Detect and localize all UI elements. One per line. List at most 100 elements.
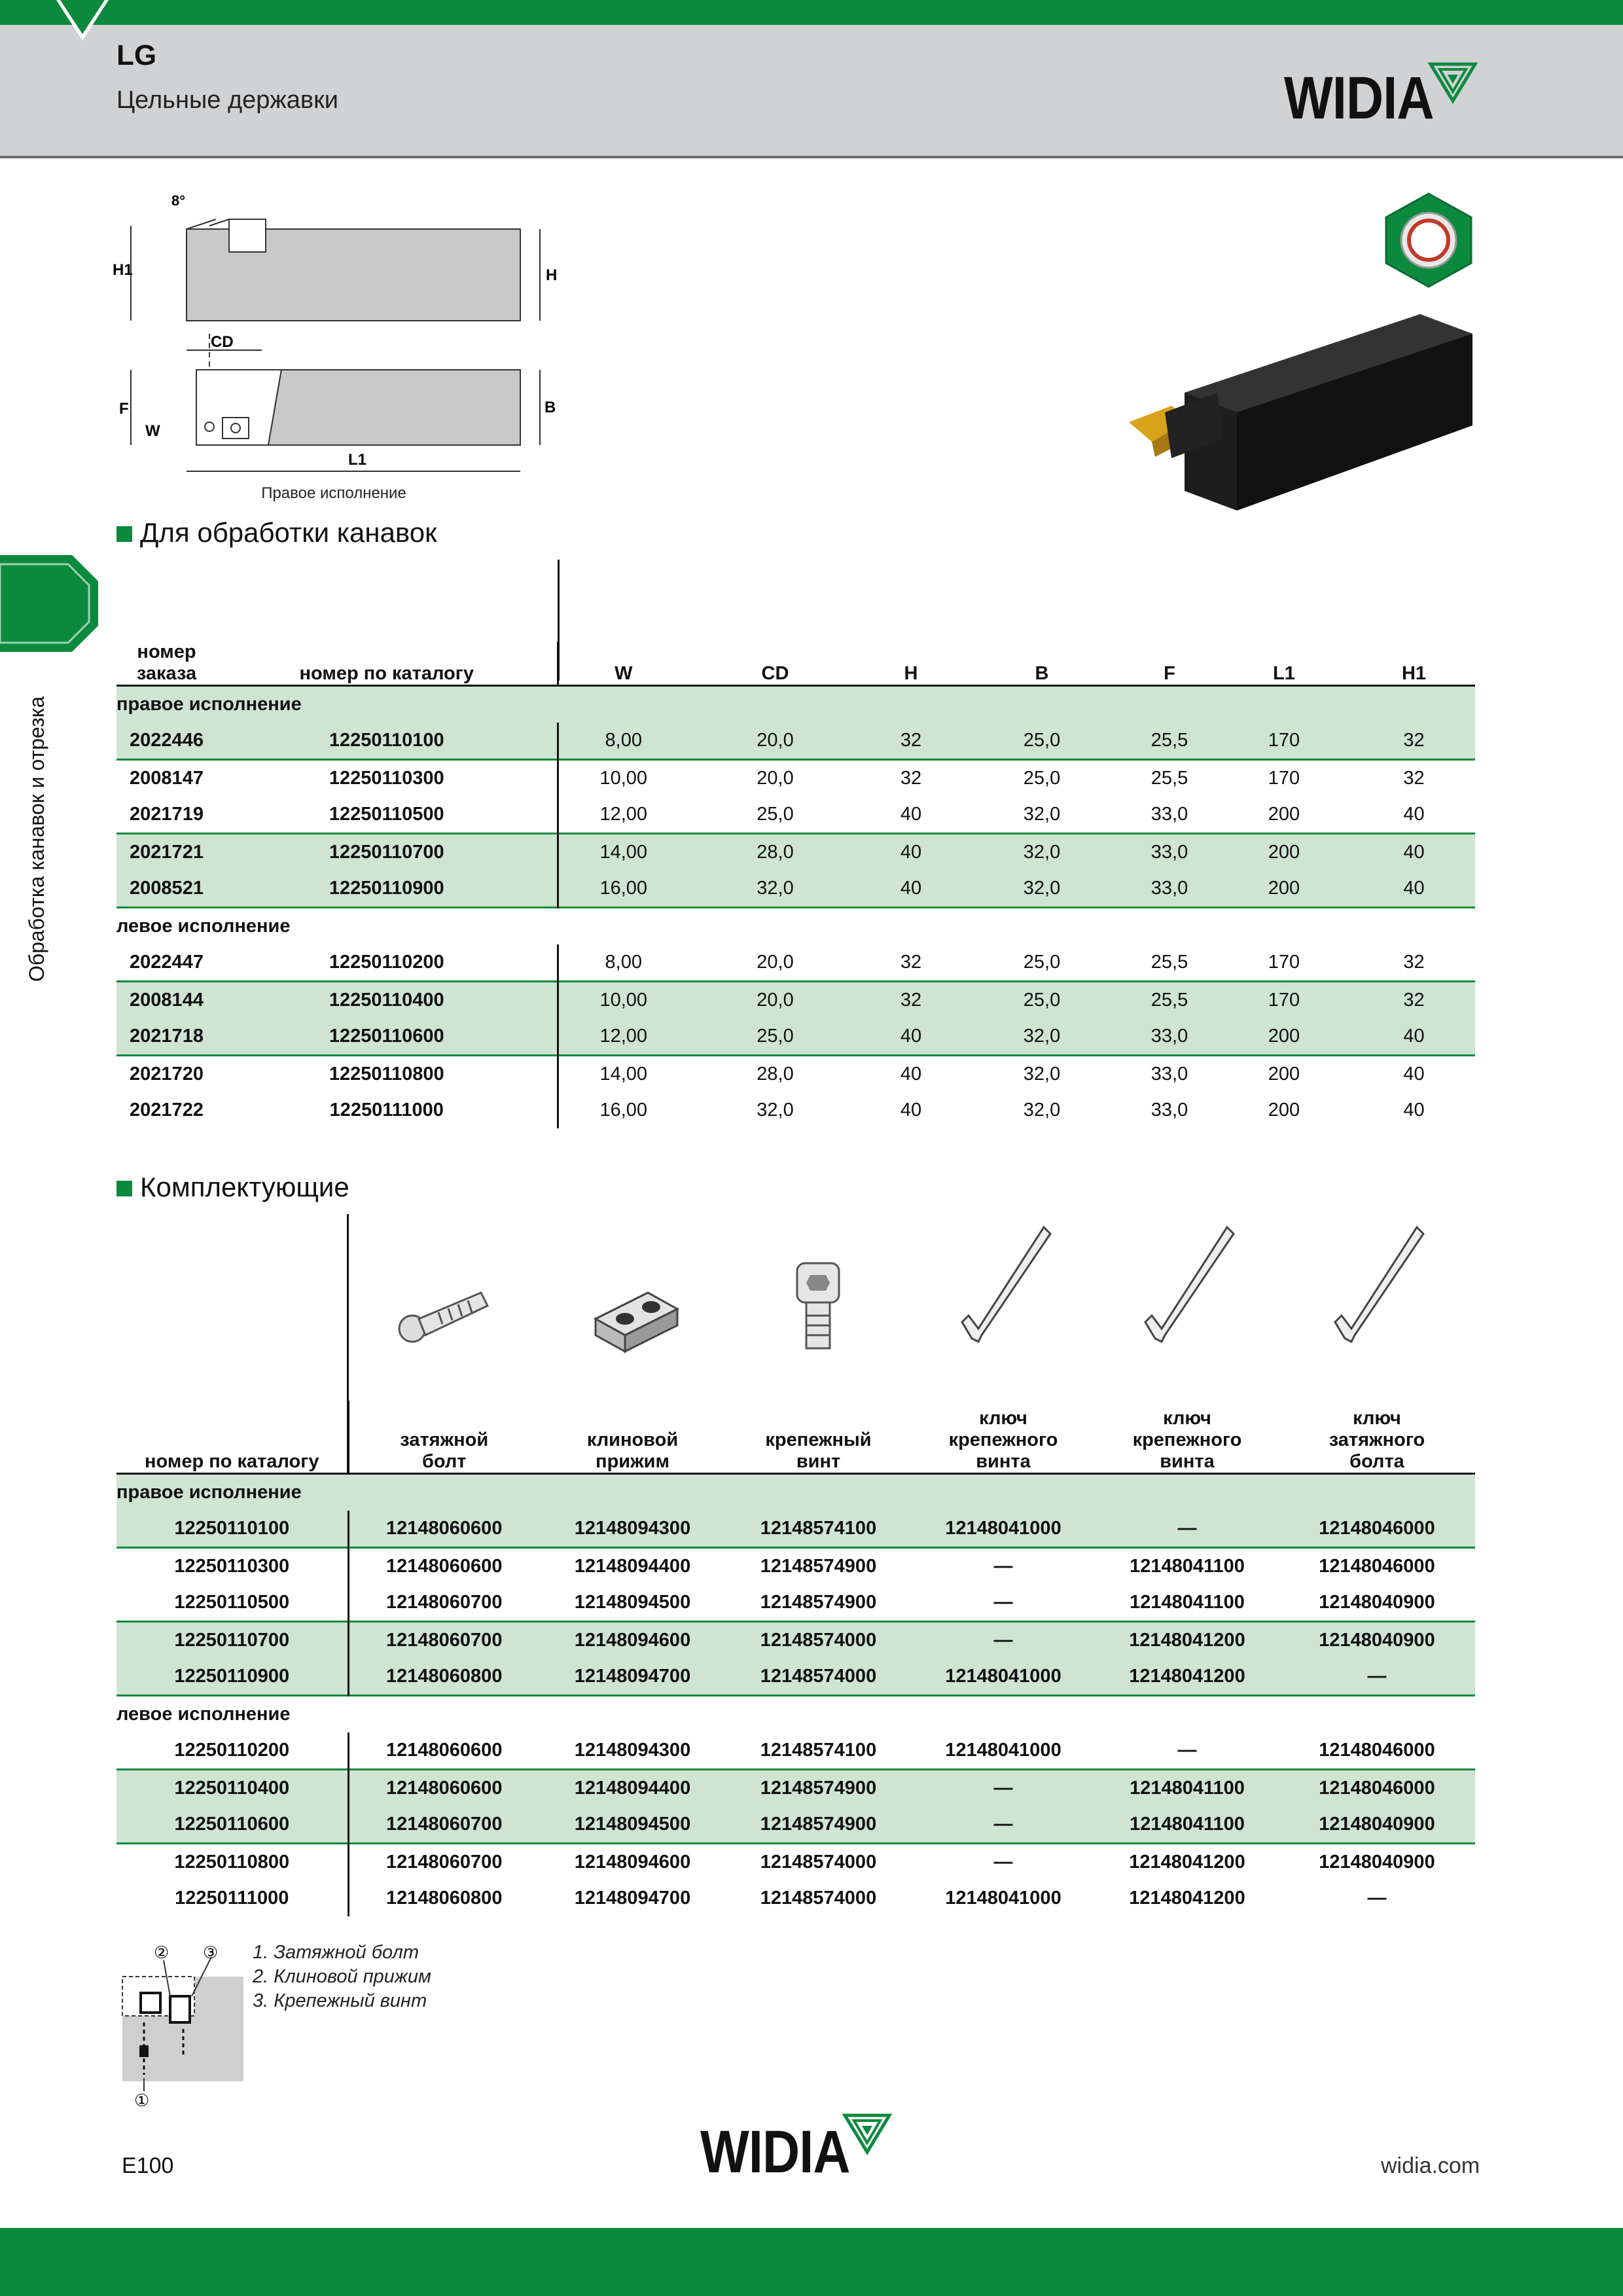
col-l1: L1: [1273, 663, 1295, 684]
acc-col-screw-key-1: ключ крепежного винта: [948, 1408, 1058, 1472]
grooving-cell: 12,00: [599, 804, 648, 825]
grooving-cell: 200: [1268, 1100, 1300, 1121]
accessory-cell: 12148094300: [539, 1511, 726, 1548]
accessory-cell: 12148046000: [1319, 1740, 1435, 1761]
grooving-cell: 40: [1353, 1018, 1475, 1056]
grooving-application-icon: [1385, 192, 1472, 288]
accessory-cell: 12148094500: [539, 1806, 726, 1844]
grooving-cell: 2021721: [116, 833, 217, 870]
accessory-cell: 12148041000: [911, 1659, 1096, 1696]
accessory-group-label: правое исполнение: [116, 1473, 1475, 1511]
grooving-cell: 32: [862, 723, 960, 760]
grooving-cell: 32: [1353, 723, 1475, 760]
accessory-cell: 12148041000: [911, 1511, 1096, 1548]
grooving-cell: 25,5: [1124, 980, 1215, 1018]
grooving-cell: 170: [1215, 759, 1353, 797]
grooving-cell: 20,0: [757, 952, 794, 973]
accessory-cell: 12148574900: [726, 1547, 911, 1585]
grooving-cell: 2022447: [130, 952, 204, 973]
grooving-cell: 20,0: [688, 759, 862, 797]
grooving-cell: 40: [900, 1100, 922, 1121]
table2-header-divider: [347, 1214, 349, 1476]
accessory-cell: 12250110900: [116, 1659, 349, 1696]
grooving-cell: 32,0: [757, 1100, 794, 1121]
svg-text:CD: CD: [211, 333, 234, 351]
website-link[interactable]: widia.com: [1381, 2153, 1480, 2178]
grooving-cell: 25,0: [688, 1018, 862, 1056]
top-green-bar: [0, 0, 1623, 25]
legend-item-clamp-bolt: 1. Затяжной болт: [253, 1942, 419, 1963]
accessory-cell: 12148041100: [1096, 1547, 1279, 1585]
grooving-cell: 200: [1215, 833, 1353, 870]
accessory-cell: 12148094600: [539, 1621, 726, 1659]
section-bullet: [116, 526, 132, 542]
accessory-cell: 12148574100: [760, 1740, 877, 1761]
page-subtitle: Цельные державки: [116, 86, 338, 114]
header-band: [0, 25, 1623, 158]
grooving-table: номер заказа номер по каталогу W CD H B …: [116, 641, 1475, 1128]
grooving-cell: 10,00: [558, 980, 688, 1018]
accessory-cell: —: [1279, 1659, 1475, 1696]
wedge-clamp-icon: [593, 1291, 680, 1354]
accessory-cell: 12148046000: [1279, 1768, 1475, 1806]
grooving-cell: 25,5: [1124, 759, 1215, 797]
grooving-cell: 12250110400: [217, 980, 559, 1018]
grooving-cell: 40: [1403, 804, 1425, 825]
acc-col-catalog-number: номер по каталогу: [116, 1401, 349, 1474]
acc-col-fixing-screw: крепежный винт: [765, 1429, 872, 1472]
accessory-cell: 12148574900: [726, 1768, 911, 1806]
col-h: H: [904, 663, 918, 684]
grooving-group-label: левое исполнение: [116, 906, 1475, 944]
fixing-screw-key-icon: [961, 1225, 1052, 1344]
svg-text:B: B: [544, 399, 556, 416]
marker-3: ③: [203, 1943, 218, 1963]
accessory-cell: 12148041100: [1096, 1806, 1279, 1844]
accessory-cell: —: [911, 1547, 1096, 1585]
grooving-cell: 40: [862, 870, 960, 908]
table1-header-divider: [558, 560, 560, 681]
accessory-cell: 12148094600: [539, 1842, 726, 1880]
accessory-cell: 12148046000: [1279, 1547, 1475, 1585]
accessory-cell: 12250110400: [116, 1768, 349, 1806]
grooving-cell: 12250110200: [217, 944, 559, 982]
accessory-cell: 12148060700: [348, 1621, 539, 1659]
accessory-cell: 12148040900: [1279, 1621, 1475, 1659]
grooving-cell: 8,00: [605, 952, 642, 973]
grooving-cell: 33,0: [1124, 1054, 1215, 1092]
accessories-table: номер по каталогу затяжной болт клиновой…: [116, 1401, 1475, 1916]
section-title-grooving: Для обработки канавок: [116, 517, 437, 548]
accessory-cell: 12250110500: [116, 1585, 349, 1622]
grooving-cell: 25,5: [1150, 952, 1188, 973]
accessory-cell: —: [1096, 1511, 1279, 1548]
accessory-cell: 12250110200: [116, 1732, 349, 1770]
grooving-cell: 12250110900: [217, 870, 559, 908]
accessory-cell: 12148060600: [348, 1511, 539, 1548]
col-w: W: [615, 663, 633, 684]
grooving-cell: 8,00: [558, 723, 688, 760]
grooving-cell: 2022446: [116, 723, 217, 760]
widia-logo-mark-icon: [1427, 62, 1478, 104]
acc-col-clamp-bolt: затяжной болт: [400, 1429, 489, 1472]
accessory-cell: 12148060600: [348, 1547, 539, 1585]
accessory-cell: —: [993, 1592, 1013, 1613]
grooving-cell: 40: [862, 1018, 960, 1056]
grooving-cell: 25,0: [1023, 952, 1061, 973]
grooving-cell: 170: [1215, 980, 1353, 1018]
accessory-group-label: левое исполнение: [116, 1695, 1475, 1732]
accessory-cell: 12148094700: [539, 1659, 726, 1696]
col-cd: CD: [761, 663, 789, 684]
grooving-cell: 32,0: [688, 870, 862, 908]
grooving-cell: 32: [1353, 980, 1475, 1018]
accessory-cell: 12148041000: [945, 1740, 1061, 1761]
grooving-cell: 33,0: [1150, 804, 1188, 825]
accessory-cell: —: [911, 1806, 1096, 1844]
accessory-cell: 12148060700: [348, 1806, 539, 1844]
col-order-number: номер заказа: [136, 641, 197, 684]
grooving-cell: 32,0: [960, 1054, 1124, 1092]
